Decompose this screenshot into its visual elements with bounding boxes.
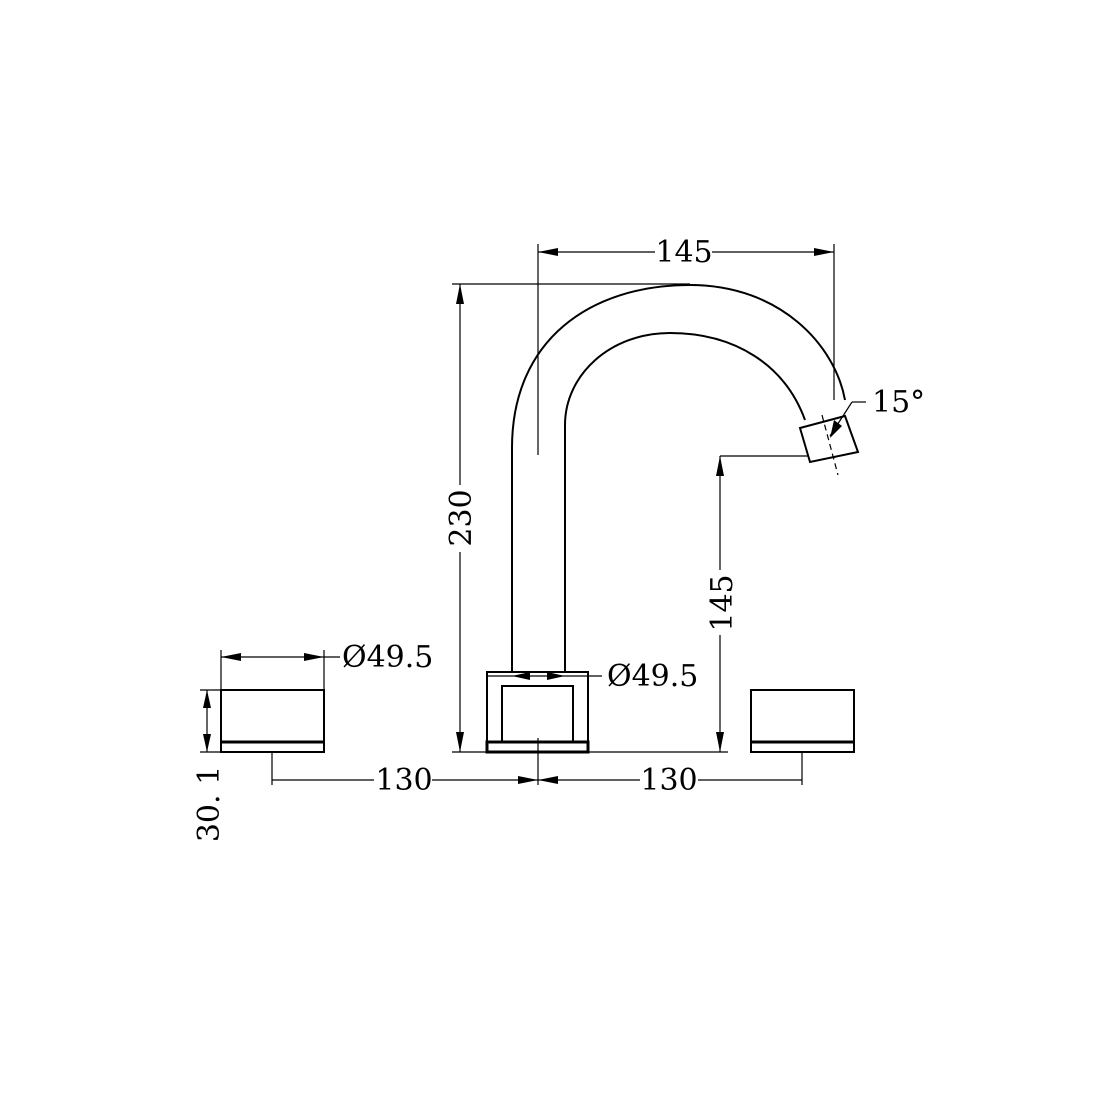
arrow-icon [814,248,834,256]
spout-outlet [798,414,860,464]
spout [511,283,860,672]
handle-height-label: 30. 1 [192,766,227,842]
arrow-icon [456,284,464,304]
right-spacing-label: 130 [640,763,697,798]
arrow-icon [538,776,558,784]
right-handle [750,689,855,753]
arrow-icon [716,456,724,476]
left-spacing-label: 130 [375,763,432,798]
left-handle [220,689,325,753]
total-height-label: 230 [444,489,479,546]
dim-total-height: 230 [444,283,690,753]
dim-handle-height: 30. 1 [192,689,227,842]
dim-spacing: 130 130 [271,738,803,798]
arrow-icon [518,776,538,784]
arrow-icon [203,734,211,752]
spout-inner-edge [564,331,806,672]
arrow-icon [830,420,842,438]
dim-spout-angle: 15° [829,385,925,438]
arrow-icon [547,672,565,680]
arrow-icon [512,672,530,680]
spout-reach-label: 145 [655,235,712,270]
handle-diameter-label: Ø49.5 [342,640,433,675]
arrow-icon [203,690,211,708]
arrow-icon [716,732,724,752]
dim-handle-diameter: Ø49.5 [220,640,433,690]
arrow-icon [221,653,241,661]
arrow-icon [456,732,464,752]
spout-outer-edge [511,283,846,672]
outlet-height-label: 145 [705,574,740,631]
arrow-icon [538,248,558,256]
arrow-icon [304,653,324,661]
dim-outlet-height: 145 [588,455,808,753]
base-diameter-label: Ø49.5 [607,659,698,694]
dim-spout-reach: 145 [537,235,835,455]
dim-base-diameter: Ø49.5 [487,659,698,694]
outlet-centerline [821,414,839,476]
spout-angle-label: 15° [872,385,925,420]
spout-base-body [501,685,574,743]
